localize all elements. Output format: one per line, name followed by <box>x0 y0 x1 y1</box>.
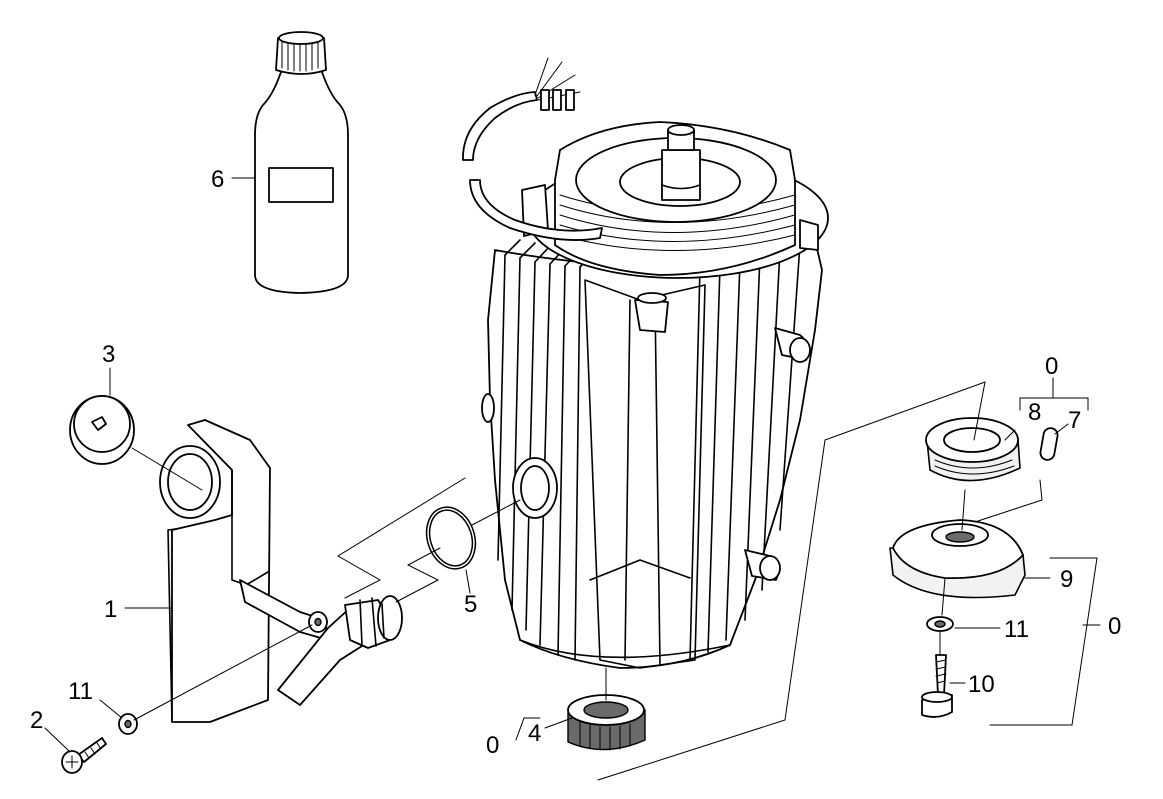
callout-9: 9 <box>1060 566 1073 593</box>
part-11-washer-left <box>118 713 138 735</box>
callout-labels: 6 3 1 11 2 5 0 4 0 8 7 9 0 11 10 <box>30 166 1121 759</box>
part-9-end-shield <box>889 519 1026 599</box>
part-6-oil-bottle <box>254 31 349 294</box>
part-3-cap <box>69 395 135 465</box>
part-10-screw <box>921 654 953 718</box>
callout-11-left: 11 <box>68 678 93 705</box>
callout-5: 5 <box>464 591 477 618</box>
callout-3: 3 <box>102 341 115 368</box>
callout-7: 7 <box>1068 407 1081 434</box>
part-4-bearing <box>567 694 646 751</box>
part-5-o-ring <box>425 506 477 570</box>
callout-2: 2 <box>30 707 43 734</box>
part-11-washer-right <box>926 616 954 632</box>
part-8-bearing <box>925 417 1021 482</box>
callout-0-top: 0 <box>1045 353 1058 380</box>
part-2-screw <box>61 737 107 774</box>
callout-4: 4 <box>528 720 541 747</box>
callout-1: 1 <box>104 596 117 623</box>
callout-0-bottom: 0 <box>486 732 499 759</box>
motor-cable <box>462 57 603 241</box>
callout-11-right: 11 <box>1004 616 1029 643</box>
leader-lines <box>44 177 1101 781</box>
callout-6: 6 <box>211 166 224 193</box>
callout-8: 8 <box>1028 399 1041 426</box>
stator-winding <box>521 121 829 279</box>
part-7-key <box>1039 427 1059 461</box>
hose-bellows <box>277 595 403 706</box>
motor-housing <box>481 227 823 669</box>
callout-0-right: 0 <box>1108 613 1121 640</box>
callout-10: 10 <box>968 671 995 698</box>
